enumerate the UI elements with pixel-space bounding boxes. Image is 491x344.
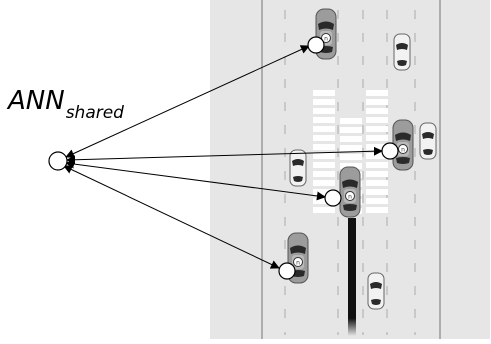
crosswalk-stripe: [313, 162, 335, 168]
car-badge: n: [296, 260, 300, 267]
other-car-icon: [419, 122, 437, 160]
arrow-to-car-2: [66, 146, 383, 165]
ann-shared-label: ANNshared: [8, 88, 124, 122]
ann-shared-node: [48, 151, 68, 171]
crosswalk-stripe: [313, 90, 335, 96]
car-node: [381, 142, 399, 160]
crosswalk-stripe: [313, 171, 335, 177]
crosswalk-stripe: [340, 127, 362, 133]
crosswalk-stripe: [313, 207, 335, 213]
crosswalk-stripe: [340, 145, 362, 151]
car-node: [278, 262, 296, 280]
crosswalk-stripe: [313, 117, 335, 123]
crosswalk-stripe: [313, 198, 335, 204]
ann-label-main: ANN: [8, 86, 65, 116]
crosswalk-stripe: [340, 163, 362, 169]
arrow-to-car-1: [65, 45, 310, 158]
other-car-icon: [289, 149, 307, 187]
crosswalk-stripe: [366, 207, 388, 213]
ann-label-subscript: shared: [65, 103, 124, 123]
crosswalk-stripe: [340, 118, 362, 124]
car-node: [307, 36, 325, 54]
connection-arrows: [63, 45, 383, 269]
car-node: [324, 189, 342, 207]
crosswalk-stripe: [313, 126, 335, 132]
car-badge: n: [401, 147, 405, 154]
other-car-icon: [367, 272, 385, 310]
crosswalk-stripe: [313, 99, 335, 105]
agent-car-icon: [339, 166, 361, 218]
crosswalk-stripe: [366, 171, 388, 177]
crosswalk-stripe: [366, 180, 388, 186]
crosswalk-stripe: [366, 198, 388, 204]
crosswalk-stripe: [340, 154, 362, 160]
crosswalk-stripe: [366, 99, 388, 105]
crosswalk-stripe: [366, 108, 388, 114]
crosswalk-stripe: [366, 126, 388, 132]
crosswalk-stripe: [313, 108, 335, 114]
car-badge: n: [348, 194, 352, 201]
crosswalk-stripe: [313, 153, 335, 159]
crosswalk-stripe: [313, 144, 335, 150]
crosswalk-stripe: [340, 136, 362, 142]
other-car-icon: [393, 33, 411, 71]
crosswalk-stripe: [313, 180, 335, 186]
crosswalk-stripe: [366, 135, 388, 141]
crosswalk-stripe: [313, 135, 335, 141]
arrow-to-car-4: [63, 165, 280, 269]
crosswalk-stripe: [366, 117, 388, 123]
crosswalk-stripe: [366, 189, 388, 195]
car-badge: n: [324, 36, 328, 43]
crosswalk-stripe: [366, 90, 388, 96]
crosswalk-stripe: [366, 162, 388, 168]
skid-mark: [348, 218, 356, 336]
